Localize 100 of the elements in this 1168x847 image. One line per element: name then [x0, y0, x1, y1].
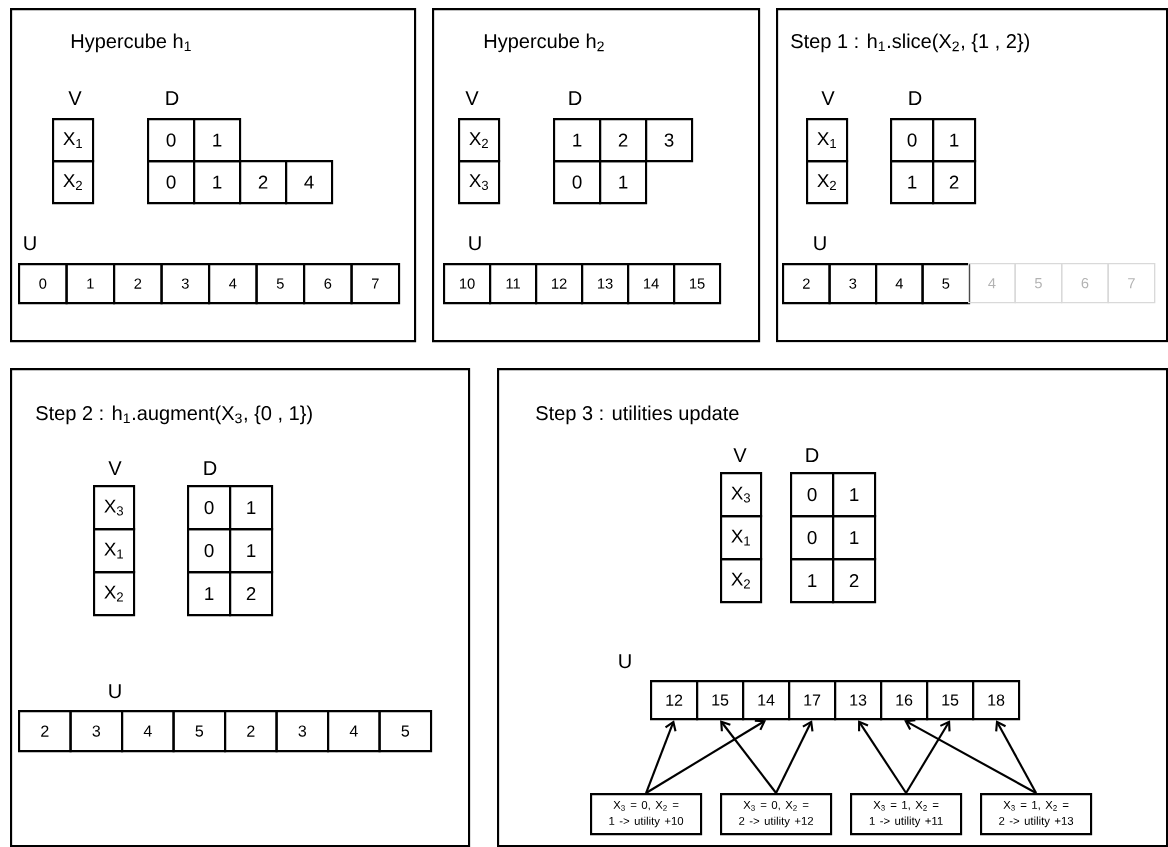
table-cell: 0 — [553, 160, 602, 205]
table-cell: 5 — [255, 263, 306, 305]
arrow — [995, 720, 1037, 794]
table-cell: 0 — [147, 118, 196, 163]
table-cell: X$_{2}$ — [720, 558, 763, 604]
table-cell: 4 — [327, 710, 381, 753]
table-cell: 1 — [832, 472, 877, 518]
table-cell: 1 — [229, 485, 274, 531]
table-cell: 3 — [645, 118, 694, 163]
table-cell: 2 — [599, 118, 648, 163]
group-label: U — [24, 236, 36, 251]
table-cell: 11 — [489, 263, 538, 305]
group-label: D — [806, 448, 819, 462]
table-cell: 1 — [193, 160, 242, 205]
table-cell: X$_{1}$ — [52, 118, 95, 163]
table-cell: X$_{3}$ — [93, 485, 136, 531]
table-cell: X$_{2}$ — [93, 571, 136, 617]
table-cell: 16 — [880, 680, 929, 721]
group-label: D — [909, 91, 922, 105]
table-cell: 0 — [18, 263, 68, 305]
table-cell: 3 — [69, 710, 124, 753]
faded-cell: 5 — [1014, 263, 1063, 304]
table-cell: 12 — [650, 680, 699, 721]
table-cell: 1 — [599, 160, 648, 205]
table-cell: 2 — [229, 571, 274, 617]
table-cell: 4 — [875, 263, 924, 305]
table-cell: 1 — [553, 118, 602, 163]
table-cell: 6 — [303, 263, 353, 305]
arrow — [645, 719, 767, 794]
group-label: V — [108, 461, 122, 475]
note-box: X$_{3}$ = 1, X$_{2}$ = 2 -> utility +13 — [980, 793, 1093, 836]
group-label: V — [733, 448, 747, 462]
table-cell: 1 — [65, 263, 116, 305]
group-label: D — [204, 461, 217, 475]
faded-cell: 4 — [968, 263, 1016, 304]
table-cell: 5 — [921, 263, 971, 305]
table-cell: 15 — [696, 680, 745, 721]
arrow — [858, 720, 907, 794]
table-cell: 0 — [147, 160, 196, 205]
faded-cell: 7 — [1107, 263, 1156, 304]
table-cell: X$_{2}$ — [806, 160, 849, 205]
table-cell: 0 — [890, 118, 935, 163]
table-cell: 15 — [673, 263, 722, 305]
group-label: U — [109, 684, 121, 699]
table-cell: X$_{1}$ — [806, 118, 849, 163]
table-cell: 3 — [828, 263, 878, 305]
table-cell: 18 — [972, 680, 1021, 721]
table-cell: 2 — [224, 710, 278, 753]
table-cell: 2 — [18, 710, 72, 753]
arrow — [904, 719, 1037, 794]
arrow — [645, 720, 677, 794]
table-cell: 4 — [121, 710, 175, 753]
table-cell: 0 — [790, 472, 835, 518]
table-cell: 1 — [187, 571, 232, 617]
table-cell: 0 — [790, 515, 835, 561]
table-cell: 7 — [350, 263, 401, 305]
group-label: D — [166, 91, 179, 105]
table-cell: 1 — [932, 118, 977, 163]
table-cell: 1 — [790, 558, 835, 604]
table-cell: X$_{2}$ — [52, 160, 95, 205]
group-label: U — [619, 654, 631, 669]
table-cell: 4 — [208, 263, 258, 305]
group-label: V — [821, 91, 835, 105]
table-cell: X$_{1}$ — [93, 528, 136, 574]
group-label: V — [465, 91, 479, 105]
table-cell: 14 — [742, 680, 791, 721]
table-cell: 0 — [187, 485, 232, 531]
table-cell: 10 — [443, 263, 492, 305]
table-cell: 5 — [172, 710, 227, 753]
table-cell: X$_{3}$ — [458, 160, 501, 205]
faded-cell: 6 — [1061, 263, 1109, 304]
note-box: X$_{3}$ = 0, X$_{2}$ = 2 -> utility +12 — [720, 793, 833, 836]
table-cell: 4 — [285, 160, 334, 205]
table-cell: 12 — [535, 263, 584, 305]
table-cell: 2 — [932, 160, 977, 205]
note-box: X$_{3}$ = 0, X$_{2}$ = 1 -> utility +10 — [590, 793, 703, 836]
arrow — [905, 720, 951, 794]
table-cell: 2 — [113, 263, 163, 305]
arrow — [720, 720, 777, 794]
table-cell: 3 — [275, 710, 330, 753]
table-cell: X$_{1}$ — [720, 515, 763, 561]
table-cell: 2 — [832, 558, 877, 604]
arrow — [775, 720, 814, 794]
table-cell: 13 — [581, 263, 630, 305]
table-cell: X$_{2}$ — [458, 118, 501, 163]
group-label: U — [469, 236, 481, 251]
table-cell: 2 — [782, 263, 831, 305]
group-label: V — [68, 91, 82, 105]
table-cell: 13 — [834, 680, 883, 721]
table-cell: 1 — [890, 160, 935, 205]
group-label: D — [569, 91, 582, 105]
table-cell: 2 — [239, 160, 288, 205]
table-cell: X$_{3}$ — [720, 472, 763, 518]
table-cell: 0 — [187, 528, 232, 574]
table-cell: 14 — [627, 263, 676, 305]
table-cell: 17 — [788, 680, 837, 721]
table-cell: 15 — [926, 680, 975, 721]
group-label: U — [814, 236, 826, 251]
table-cell: 5 — [378, 710, 433, 753]
table-cell: 1 — [193, 118, 242, 163]
